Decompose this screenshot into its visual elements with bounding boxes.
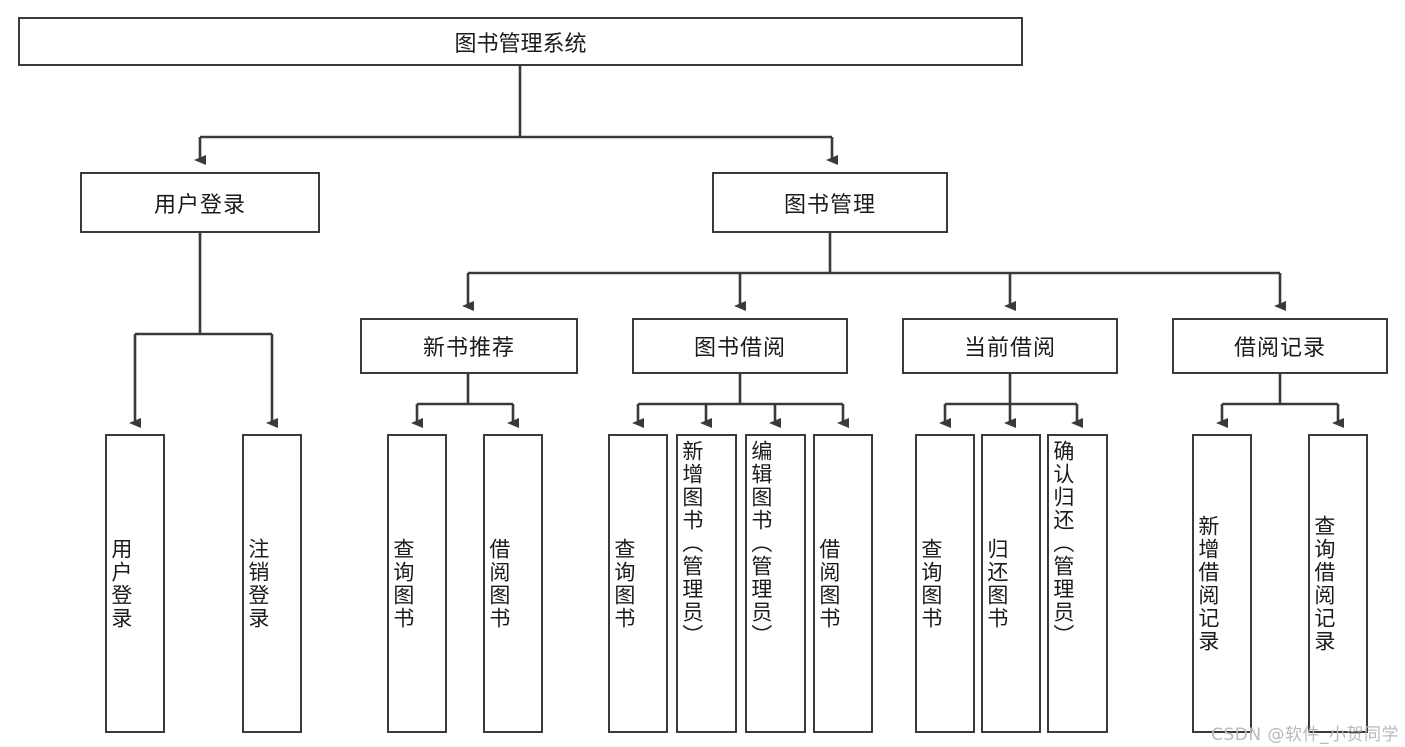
node-label: 编辑图书（管理员） [748, 440, 773, 647]
node-new-book-recommend[interactable]: 新书推荐 [360, 318, 578, 374]
leaf-book-borrow-borrow[interactable]: 借阅图书 [813, 434, 873, 733]
node-current-borrow[interactable]: 当前借阅 [902, 318, 1118, 374]
node-label: 查询图书 [918, 537, 943, 630]
node-label: 新书推荐 [422, 336, 515, 361]
node-label: 借阅图书 [816, 537, 841, 630]
node-label: 当前借阅 [963, 336, 1056, 361]
node-label: 图书管理 [783, 192, 876, 218]
leaf-user-login-logout[interactable]: 注销登录 [242, 434, 302, 733]
node-borrow-record[interactable]: 借阅记录 [1172, 318, 1388, 374]
node-user-login[interactable]: 用户登录 [80, 172, 320, 233]
node-book-management[interactable]: 图书管理 [712, 172, 948, 233]
leaf-current-borrow-return[interactable]: 归还图书 [981, 434, 1041, 733]
node-label: 用户登录 [153, 192, 246, 218]
node-label: 查询图书 [611, 537, 636, 630]
node-root-system[interactable]: 图书管理系统 [18, 17, 1023, 66]
leaf-book-borrow-edit[interactable]: 编辑图书（管理员） [745, 434, 806, 733]
node-label: 查询图书 [390, 537, 415, 630]
leaf-new-book-borrow[interactable]: 借阅图书 [483, 434, 543, 733]
node-label: 注销登录 [245, 537, 270, 630]
leaf-user-login-login[interactable]: 用户登录 [105, 434, 165, 733]
node-book-borrow[interactable]: 图书借阅 [632, 318, 848, 374]
leaf-current-borrow-confirm-return[interactable]: 确认归还（管理员） [1047, 434, 1108, 733]
leaf-book-borrow-add[interactable]: 新增图书（管理员） [676, 434, 737, 733]
node-label: 查询借阅记录 [1311, 514, 1336, 653]
node-label: 用户登录 [108, 537, 133, 630]
leaf-new-book-query[interactable]: 查询图书 [387, 434, 447, 733]
leaf-borrow-record-query[interactable]: 查询借阅记录 [1308, 434, 1368, 733]
node-label: 图书管理系统 [454, 31, 587, 57]
node-label: 新增图书（管理员） [679, 440, 704, 647]
node-label: 借阅记录 [1233, 336, 1326, 361]
node-label: 归还图书 [984, 537, 1009, 630]
node-label: 新增借阅记录 [1195, 514, 1220, 653]
leaf-borrow-record-add[interactable]: 新增借阅记录 [1192, 434, 1252, 733]
node-label: 确认归还（管理员） [1050, 440, 1075, 647]
node-label: 图书借阅 [693, 336, 786, 361]
leaf-current-borrow-query[interactable]: 查询图书 [915, 434, 975, 733]
node-label: 借阅图书 [486, 537, 511, 630]
leaf-book-borrow-query[interactable]: 查询图书 [608, 434, 668, 733]
